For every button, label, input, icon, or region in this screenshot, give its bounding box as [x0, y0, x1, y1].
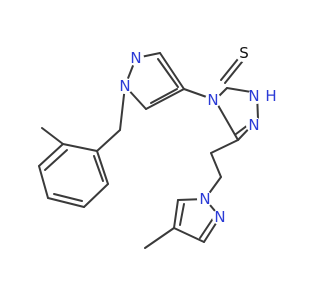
bond-c5-n4	[214, 99, 239, 141]
bond-benzene-6-1	[96, 150, 109, 185]
bond-benzene-4-5	[47, 197, 85, 208]
bond-upper-pyrazole-c4-c5	[159, 52, 185, 90]
bond-upper-pyrazole-c3-c4	[145, 88, 185, 110]
bond-ch2-aryl	[96, 129, 121, 152]
atom-triazole-n4: N	[205, 91, 221, 109]
bond-upper-pyrazole-c3-c4-inner	[150, 88, 178, 104]
bond-lower-pyrazole-c4-c5-inner	[179, 203, 185, 226]
bond-lower-pyrazole-methyl	[144, 227, 175, 249]
bond-lower-pyrazole-n2-c3-inner	[199, 216, 215, 239]
atom-label-hydrogen: H	[265, 87, 276, 105]
molecule-structure-diagram: S N H N N N N N N	[38, 44, 277, 249]
atom-lower-pyrazole-n1: N	[197, 190, 213, 208]
atom-lower-pyrazole-n2: N	[212, 208, 228, 226]
atom-label-nitrogen: N	[130, 49, 141, 67]
atom-label-nitrogen: N	[214, 208, 225, 226]
bond-benzene-methyl	[41, 127, 64, 145]
atom-label-layer: S N H N N N N N N	[117, 44, 277, 226]
bond-benzene-1-2	[62, 143, 98, 152]
atom-label-nitrogen: N	[119, 77, 130, 95]
bond-benzene-6-1-inner	[93, 155, 104, 182]
bond-benzene-2-3	[38, 143, 64, 167]
atom-background	[205, 92, 221, 108]
bond-benzene-2-3-inner	[44, 149, 68, 171]
atom-background	[248, 88, 264, 104]
atom-label-nitrogen: N	[199, 190, 210, 208]
atom-triazole-n2: N	[246, 116, 262, 134]
bond-upper-pyrazole-c4-c5-inner	[157, 58, 179, 88]
bond-lower-pyrazole-c4-c5	[173, 199, 179, 229]
atom-background	[117, 78, 133, 94]
atom-triazole-nh: N H	[248, 87, 277, 105]
atom-label-nitrogen: N	[207, 91, 218, 109]
atom-background	[246, 117, 262, 133]
atom-label-nitrogen: N	[248, 116, 259, 134]
bond-benzene-4-5-inner	[53, 193, 83, 202]
atom-background	[212, 209, 228, 225]
atom-background	[197, 191, 213, 207]
bond-benzene-5-6	[83, 183, 109, 208]
atom-label-nitrogen: N	[248, 87, 259, 105]
bond-ch2-ch2	[210, 152, 222, 178]
atom-thione-sulfur: S	[235, 44, 253, 62]
atom-label-sulfur: S	[239, 44, 249, 62]
bond-c5-ch2-a	[210, 139, 239, 154]
atom-background	[128, 50, 144, 66]
bond-benzene-3-4	[38, 165, 49, 199]
atom-background	[235, 44, 253, 62]
atom-upper-pyrazole-n1: N	[128, 49, 144, 67]
atom-upper-pyrazole-n2: N	[117, 77, 133, 95]
bond-lower-pyrazole-c3-c4	[173, 227, 205, 243]
